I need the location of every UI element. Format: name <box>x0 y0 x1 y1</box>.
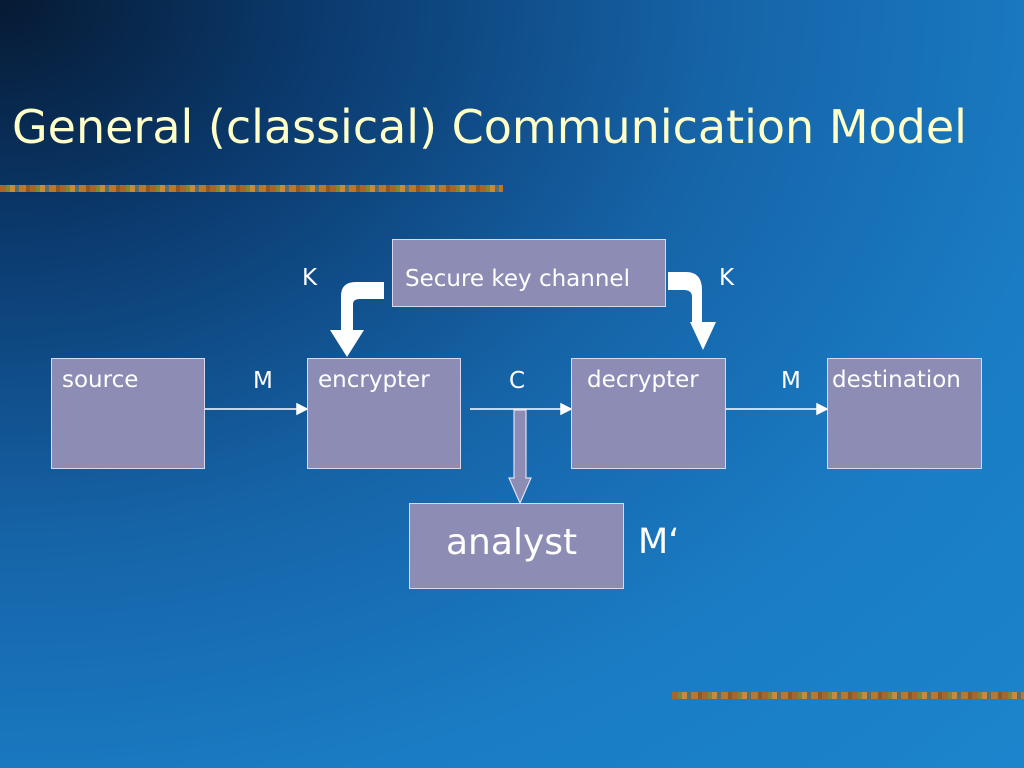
key-label-left: K <box>302 265 318 291</box>
arrow-intercept-to-analyst <box>508 409 532 505</box>
decrypter-label: decrypter <box>587 367 699 393</box>
title-underline-stripe <box>0 185 503 192</box>
analyst-label: analyst <box>446 522 578 563</box>
key-label-right: K <box>719 265 735 291</box>
encrypter-box: encrypter <box>307 358 461 469</box>
secure-key-channel-box: Secure key channel <box>392 239 666 307</box>
message-label-out: M <box>781 368 801 394</box>
destination-box: destination <box>827 358 982 469</box>
message-label-in: M <box>253 368 273 394</box>
destination-label: destination <box>832 367 961 393</box>
decrypter-box: decrypter <box>571 358 726 469</box>
key-arrow-left <box>330 282 384 357</box>
analyst-box: analyst <box>409 503 624 589</box>
secure-key-channel-label: Secure key channel <box>405 266 630 292</box>
ciphertext-label: C <box>509 368 526 394</box>
slide-title: General (classical) Communication Model <box>12 100 967 154</box>
source-label: source <box>62 367 139 393</box>
source-box: source <box>51 358 205 469</box>
bottom-decorative-stripe <box>672 692 1024 699</box>
key-arrow-right <box>668 272 716 350</box>
encrypter-label: encrypter <box>318 367 430 393</box>
analyst-output-label: M‘ <box>638 522 680 562</box>
